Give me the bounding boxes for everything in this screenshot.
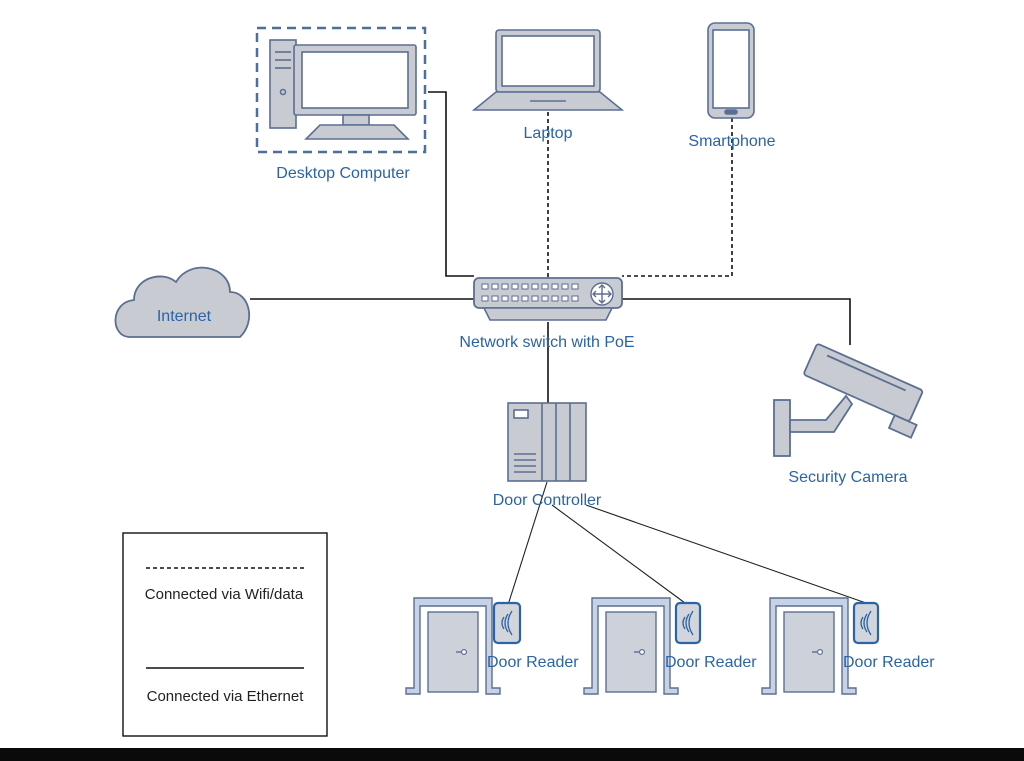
network-switch-icon[interactable] (473, 277, 623, 321)
door-controller-icon[interactable] (507, 402, 587, 482)
door-icon (405, 597, 501, 695)
door-icon (583, 597, 679, 695)
desktop-label: Desktop Computer (276, 165, 410, 182)
wire-reader-3 (585, 504, 867, 604)
legend: Connected via Wifi/data Connected via Et… (122, 532, 328, 737)
door-reader-device[interactable] (674, 601, 702, 645)
legend-ethernet-text: Connected via Ethernet (147, 688, 305, 705)
reader-wires (507, 481, 867, 606)
ethernet-desktop-switch (428, 91, 474, 277)
laptop-icon[interactable] (471, 29, 625, 111)
switch-label: Network switch with PoE (459, 334, 634, 351)
legend-box (122, 532, 328, 737)
door-reader-device[interactable] (492, 601, 522, 645)
door-reader-device[interactable] (852, 601, 880, 645)
legend-wifi-text: Connected via Wifi/data (145, 586, 304, 603)
door-2 (583, 597, 702, 695)
wire-reader-2 (551, 504, 686, 604)
desktop-computer[interactable] (255, 26, 427, 154)
desktop-icon (269, 39, 417, 140)
wifi-smartphone-switch (622, 118, 733, 277)
controller-label: Door Controller (493, 492, 602, 509)
connections (250, 91, 851, 403)
camera-label: Security Camera (788, 469, 907, 486)
smartphone-icon[interactable] (707, 22, 755, 119)
cloud-icon (114, 266, 250, 338)
selection-frame (255, 26, 427, 154)
door-1 (405, 597, 522, 695)
door-icon (761, 597, 857, 695)
door-reader-label-2: Door Reader (665, 654, 757, 671)
door-reader-label-1: Door Reader (487, 654, 579, 671)
ethernet-switch-camera (622, 298, 851, 345)
internet-label: Internet (157, 308, 212, 325)
bottom-bar (0, 748, 1024, 761)
door-reader-label-3: Door Reader (843, 654, 935, 671)
security-camera-icon[interactable] (773, 343, 930, 457)
door-3 (761, 597, 880, 695)
smartphone-label: Smartphone (688, 133, 775, 150)
switch-arrows-icon (590, 282, 614, 306)
wire-reader-1 (507, 481, 548, 606)
internet-cloud[interactable] (114, 266, 250, 338)
switch-ports (481, 283, 579, 302)
laptop-label: Laptop (524, 125, 573, 142)
